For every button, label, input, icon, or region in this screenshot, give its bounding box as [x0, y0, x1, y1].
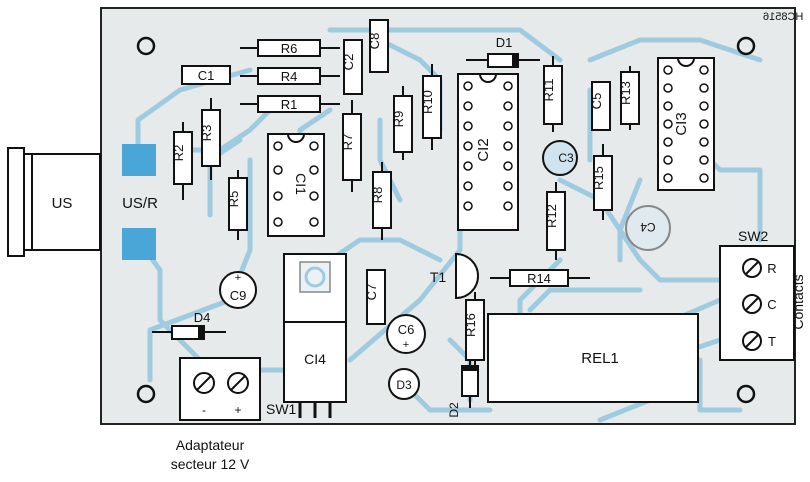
- terminal-sw1: [179, 357, 261, 421]
- board-code-label: HC8516: [763, 11, 803, 23]
- mounting-hole: [136, 384, 156, 404]
- d3-label: D3: [396, 378, 412, 392]
- capacitor-c6: [386, 314, 426, 354]
- c9-plus-label: +: [235, 272, 241, 284]
- resistor-r6: [257, 39, 321, 57]
- d4-label: D4: [194, 310, 211, 325]
- ci3-label: CI3: [673, 112, 690, 135]
- ic-ci3: [657, 57, 715, 191]
- r15-label: R15: [591, 166, 606, 190]
- transistor-t1: [455, 252, 479, 300]
- sw1-minus-label: -: [202, 403, 206, 417]
- sw2-t-label: T: [768, 334, 776, 349]
- ic-ci2: [457, 73, 519, 231]
- t1-label: T1: [430, 269, 447, 285]
- contacts-label: Contacts: [790, 274, 806, 329]
- terminal-sw2: [719, 245, 795, 361]
- resistor-r7: [342, 113, 362, 181]
- r13-label: R13: [618, 81, 633, 105]
- r1-label: R1: [281, 97, 298, 112]
- capacitor-c7: [366, 269, 386, 325]
- resistor-r5: [228, 177, 248, 231]
- resistor-r1: [257, 95, 321, 113]
- r10-label: R10: [420, 90, 435, 114]
- capacitor-c9: [219, 271, 257, 309]
- sw2-c-label: C: [767, 297, 776, 312]
- resistor-r16: [465, 299, 485, 361]
- capacitor-c4: [625, 205, 671, 251]
- sw2-label: SW2: [738, 228, 769, 244]
- capacitor-c8: [369, 19, 389, 73]
- c6-label: C6: [398, 322, 415, 337]
- resistor-r14: [509, 269, 569, 287]
- mounting-hole: [736, 384, 756, 404]
- diode-d1: [487, 53, 519, 68]
- us-r-label: US/R: [122, 195, 158, 212]
- mounting-holes: [136, 36, 756, 404]
- resistor-r8: [372, 171, 392, 229]
- r8-label: R8: [370, 187, 385, 204]
- mounting-hole: [736, 36, 756, 56]
- resistor-r4: [257, 67, 321, 85]
- resistor-r12: [546, 191, 566, 251]
- us-transducer: [7, 147, 101, 257]
- c5-label: C5: [589, 93, 604, 110]
- c4-label: C4: [640, 220, 656, 234]
- d1-label: D1: [496, 35, 513, 50]
- us-r-pad: [122, 228, 156, 260]
- r2-label: R2: [171, 145, 186, 162]
- c8-label: C8: [367, 33, 382, 50]
- resistor-r9: [393, 95, 413, 153]
- us-label: US: [52, 195, 73, 212]
- mounting-hole: [136, 36, 156, 56]
- r5-label: R5: [226, 191, 241, 208]
- rel1-label: REL1: [581, 350, 619, 367]
- r14-label: R14: [527, 271, 551, 286]
- r6-label: R6: [281, 41, 298, 56]
- c6-plus-label: +: [403, 339, 409, 351]
- diode-d4: [171, 325, 205, 340]
- r7-label: R7: [340, 134, 355, 151]
- r9-label: R9: [391, 111, 406, 128]
- led-d3: [388, 368, 420, 400]
- sw1-label: SW1: [266, 401, 297, 417]
- relay-rel1: [487, 313, 699, 403]
- r3-label: R3: [199, 125, 214, 142]
- c3-label: C3: [558, 151, 574, 165]
- capacitor-c3: [542, 140, 578, 176]
- ic-ci1: [267, 133, 325, 237]
- power-adapter-caption: Adaptateur secteur 12 V: [140, 436, 280, 474]
- ci4-label: CI4: [304, 351, 326, 367]
- capacitor-c5: [591, 81, 611, 131]
- resistor-r3: [201, 109, 221, 167]
- us-pad: [122, 144, 156, 176]
- ci2-label: CI2: [475, 138, 492, 161]
- resistor-r13: [620, 71, 640, 125]
- c2-label: C2: [341, 54, 356, 71]
- resistor-r2: [173, 131, 193, 185]
- capacitor-c1: [181, 65, 231, 85]
- r4-label: R4: [281, 69, 298, 84]
- resistor-r11: [543, 65, 563, 125]
- capacitor-c2: [343, 39, 363, 95]
- resistor-r10: [422, 75, 442, 139]
- c9-label: C9: [230, 288, 247, 303]
- r12-label: R12: [544, 204, 559, 228]
- r11-label: R11: [541, 79, 556, 102]
- r16-label: R16: [463, 313, 478, 337]
- d2-label: D2: [447, 402, 461, 418]
- caption-line-2: secteur 12 V: [170, 456, 250, 472]
- caption-line-1: Adaptateur: [175, 437, 245, 453]
- sw1-plus-label: +: [234, 403, 241, 417]
- ci1-label: CI1: [293, 173, 309, 195]
- c1-label: C1: [198, 68, 215, 83]
- resistor-r15: [593, 155, 613, 211]
- sw2-r-label: R: [767, 261, 776, 276]
- c7-label: C7: [364, 284, 379, 301]
